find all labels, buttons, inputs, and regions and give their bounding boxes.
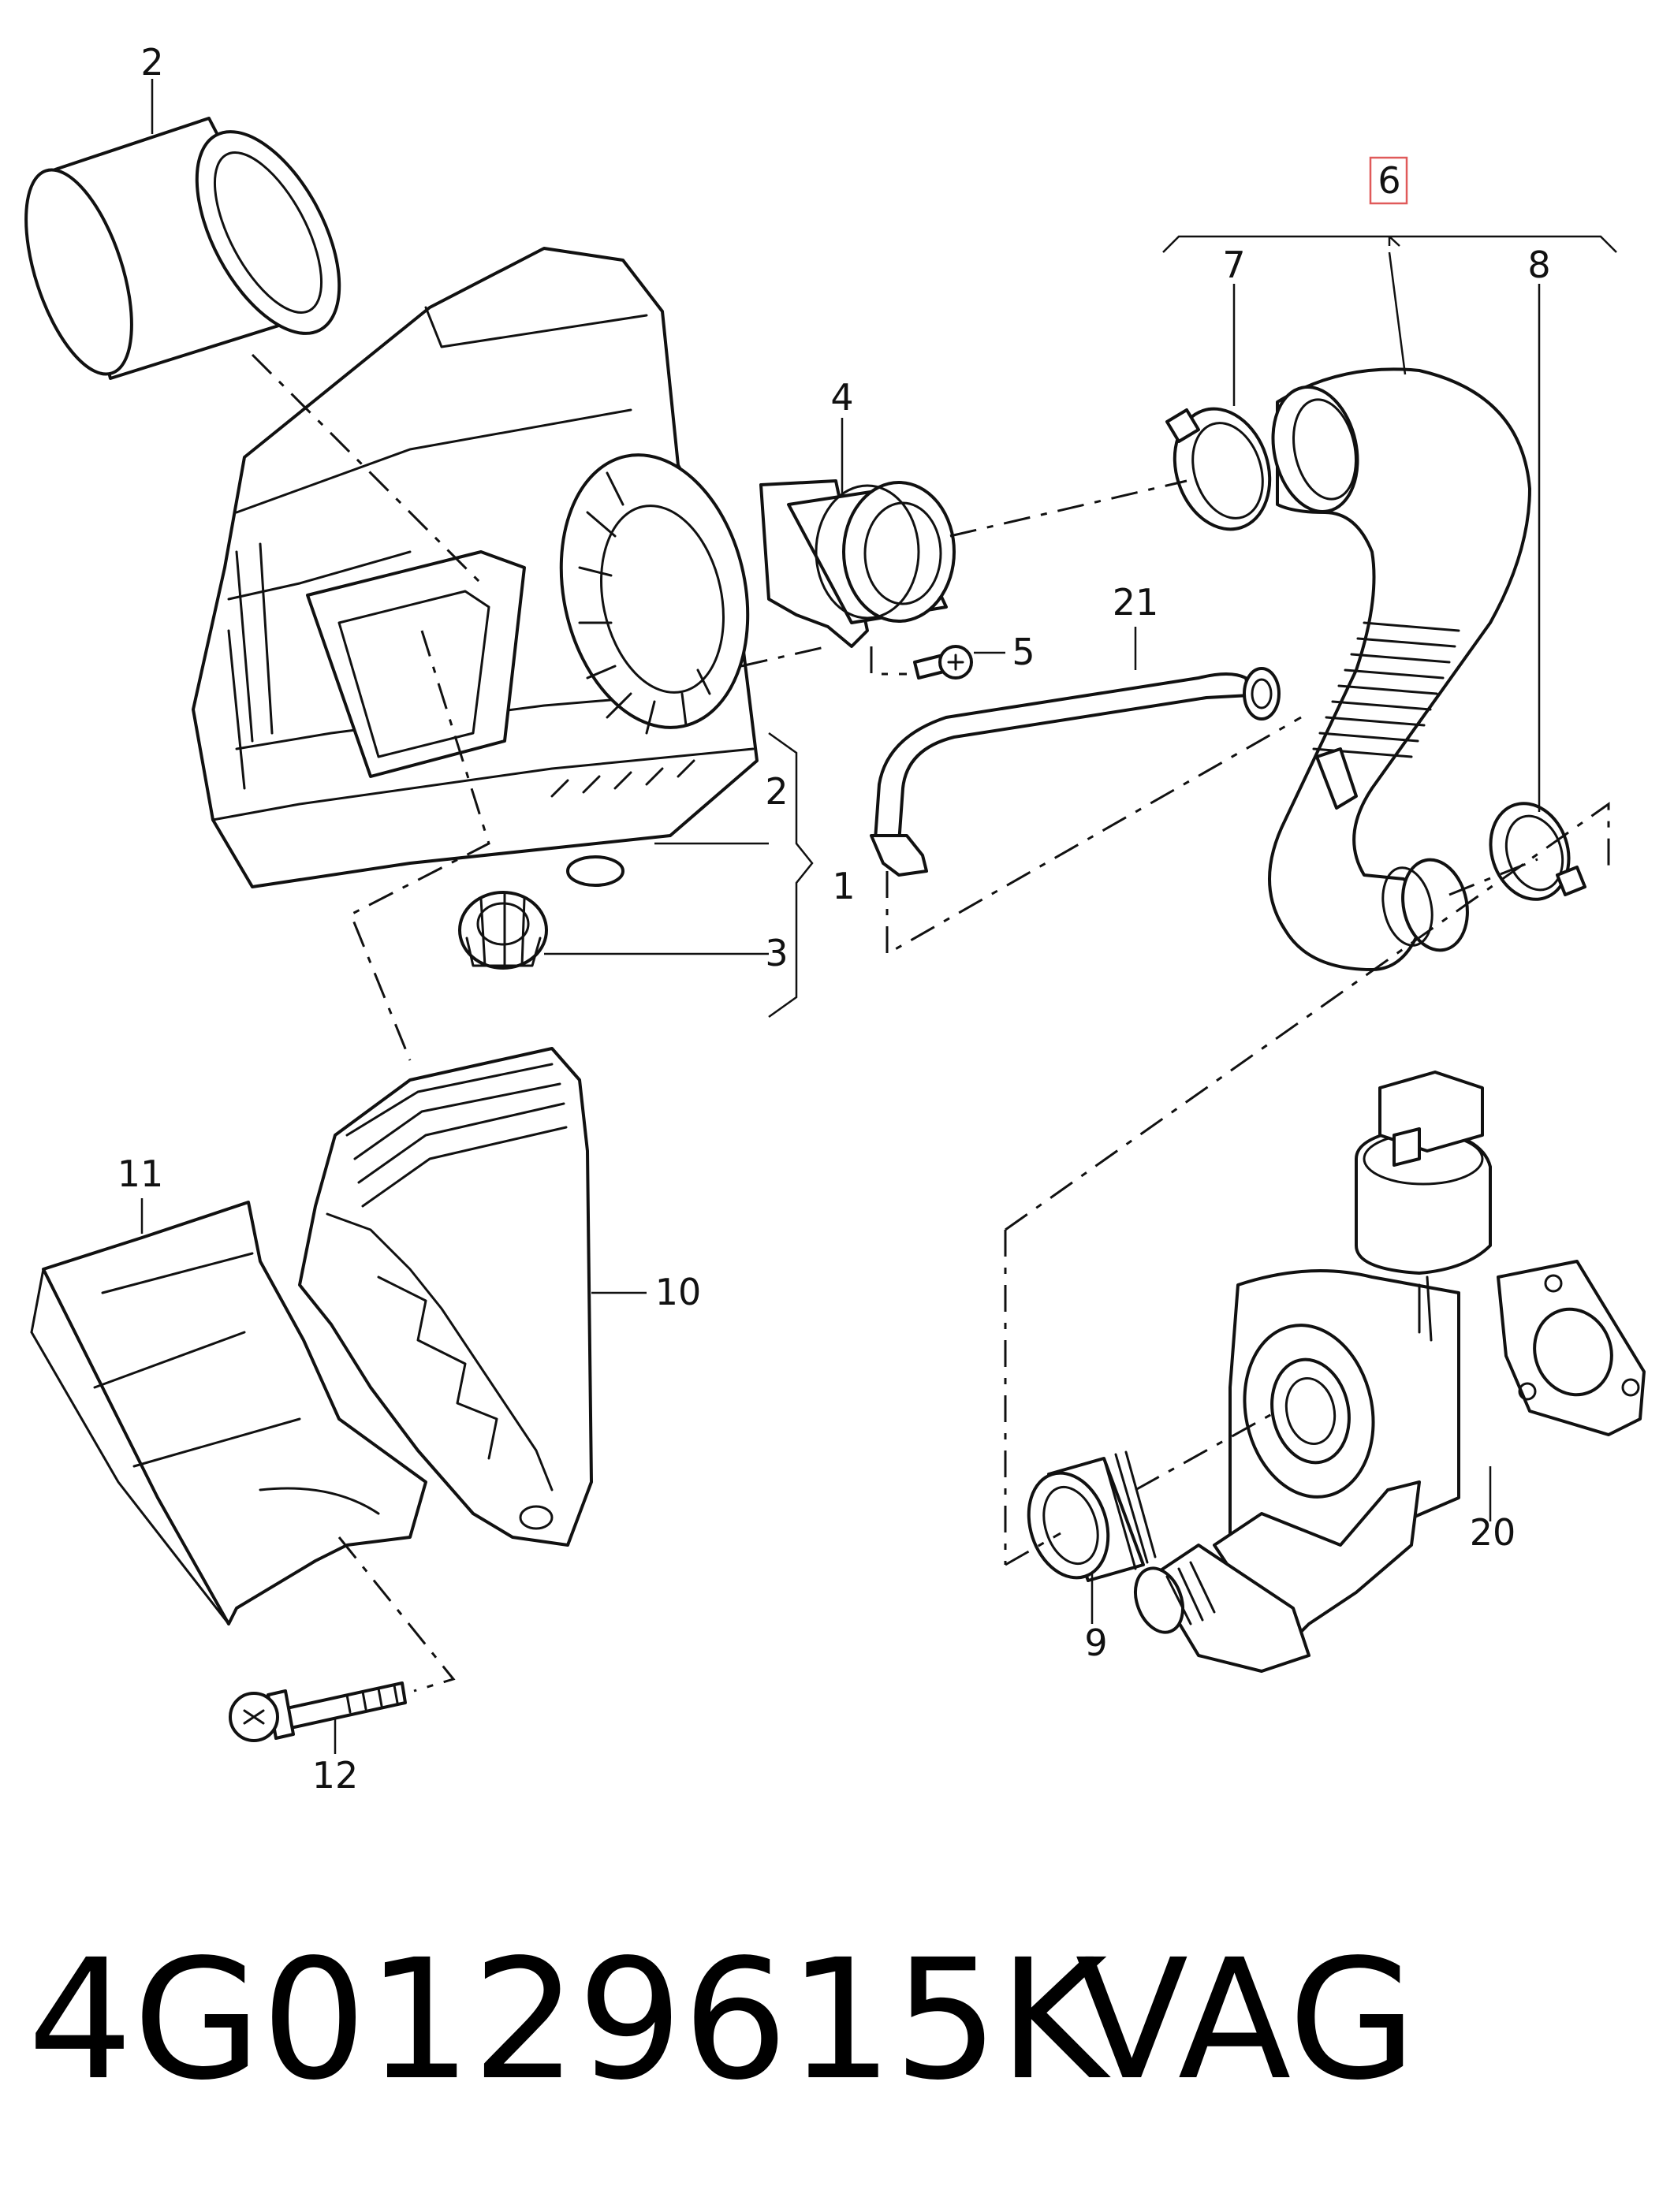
label-20: 20 xyxy=(1470,1511,1516,1554)
label-1: 1 xyxy=(832,865,855,907)
part-20-turbocharger xyxy=(1134,1071,1646,1673)
assembly-lines xyxy=(251,353,1610,1693)
highlight-box xyxy=(1369,156,1408,205)
callout-labels: 2 4 5 6 7 8 21 2 1 3 11 10 20 9 12 xyxy=(117,41,1551,1797)
part-21-breather-hose xyxy=(870,667,1281,877)
leader-lines xyxy=(140,79,1617,1754)
label-2-top: 2 xyxy=(140,41,163,84)
part-7-hose-clamp xyxy=(1165,407,1272,531)
part-1-air-filter-housing xyxy=(192,247,759,888)
label-8: 8 xyxy=(1527,244,1550,286)
label-4: 4 xyxy=(830,376,853,419)
label-21: 21 xyxy=(1113,581,1159,624)
part-12-bolt xyxy=(229,1681,407,1742)
part-9-seal-ring xyxy=(1027,1450,1157,1582)
label-2-side: 2 xyxy=(765,770,788,813)
label-5: 5 xyxy=(1012,631,1035,673)
brand-name: VAG xyxy=(1076,1923,1417,2117)
part-4-intake-adapter xyxy=(759,479,956,648)
part-6-charge-air-hose xyxy=(1268,367,1531,971)
label-11: 11 xyxy=(117,1153,164,1195)
part-5-screw xyxy=(913,645,973,680)
label-3: 3 xyxy=(765,932,788,974)
part-3-grommet xyxy=(458,891,548,970)
label-10: 10 xyxy=(655,1271,702,1313)
label-9: 9 xyxy=(1084,1622,1107,1664)
part-8-hose-clamp xyxy=(1489,802,1586,901)
part-10-intake-duct xyxy=(298,1047,593,1547)
part-11-air-guide xyxy=(30,1201,427,1625)
label-6: 6 xyxy=(1378,159,1400,202)
part-2-filter-element xyxy=(24,117,341,380)
label-7: 7 xyxy=(1222,244,1245,286)
label-12: 12 xyxy=(312,1754,359,1797)
part-number: 4G0129615K xyxy=(28,1923,1112,2117)
